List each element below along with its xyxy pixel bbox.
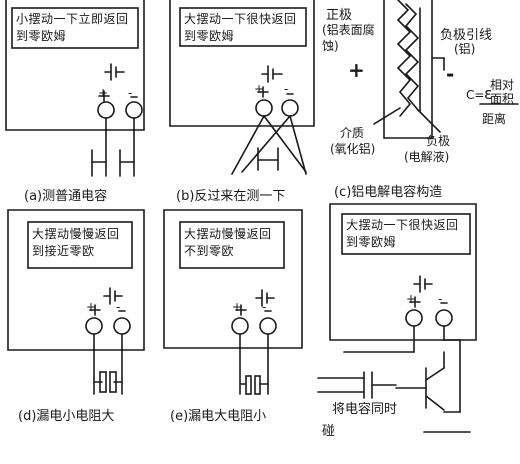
panel-f-note-2: 碰 — [322, 424, 336, 439]
panel-f-display: 大摆动一下很快返回到零欧姆 — [346, 218, 459, 249]
panel-d-display: 大摆动慢慢返回到接近零欧 — [32, 227, 120, 258]
formula-epsilon: ε — [484, 84, 493, 103]
panel-a-display: 小摆动一下立即返回到零欧姆 — [16, 12, 129, 43]
formula-c: C= — [466, 88, 485, 102]
panel-c-cathode-label: 负极 — [426, 134, 451, 148]
panel-c-minus: - — [446, 62, 455, 86]
panel-c-positive-sub: (铝表面腐蚀) — [322, 23, 375, 53]
panel-a-meter — [5, 0, 145, 177]
panel-c-negative-lead-label: 负极引线 — [440, 28, 493, 43]
panel-d-plus: + — [86, 300, 97, 314]
panel-c-dielectric-sub: (氧化铝) — [330, 142, 376, 156]
panel-a-caption: (a)测普通电容 — [24, 189, 108, 204]
panel-e-caption: (e)漏电大电阻小 — [170, 409, 267, 424]
panel-f-minus: - — [438, 292, 443, 306]
panel-c-cathode-sub: (电解液) — [404, 150, 450, 164]
panel-b-meter — [169, 0, 315, 175]
panel-a-plus: + — [98, 86, 109, 100]
panel-a-minus: - — [128, 86, 133, 100]
panel-c-negative-lead-sub: (铝) — [454, 42, 476, 56]
panel-d-meter — [7, 209, 145, 395]
panel-e-minus: - — [262, 300, 267, 314]
panel-b-minus: - — [284, 82, 289, 96]
panel-d-minus: - — [116, 300, 121, 314]
panel-e-meter — [163, 209, 303, 395]
panel-c-structure — [373, 0, 519, 139]
panel-b-display: 大摆动一下很快返回到零欧姆 — [184, 12, 297, 43]
panel-f-meter — [317, 203, 477, 433]
panel-f-note: 将电容同时 — [332, 402, 398, 417]
formula-numerator: 相对面积 — [490, 78, 515, 106]
panel-f-plus: + — [406, 292, 417, 306]
panel-c-plus: + — [348, 58, 365, 82]
panel-c-positive-label: 正极 — [326, 8, 353, 23]
panel-c-caption: (c)铝电解电容构造 — [334, 185, 443, 200]
panel-e-plus: + — [232, 300, 243, 314]
panel-b-plus: + — [254, 82, 265, 96]
panel-c-dielectric-label: 介质 — [340, 126, 365, 140]
panel-b-caption: (b)反过来在测一下 — [176, 189, 286, 204]
panel-d-caption: (d)漏电小电阻大 — [18, 409, 115, 424]
panel-e-display: 大摆动慢慢返回不到零欧 — [184, 227, 272, 258]
formula-denominator: 距离 — [482, 112, 507, 126]
